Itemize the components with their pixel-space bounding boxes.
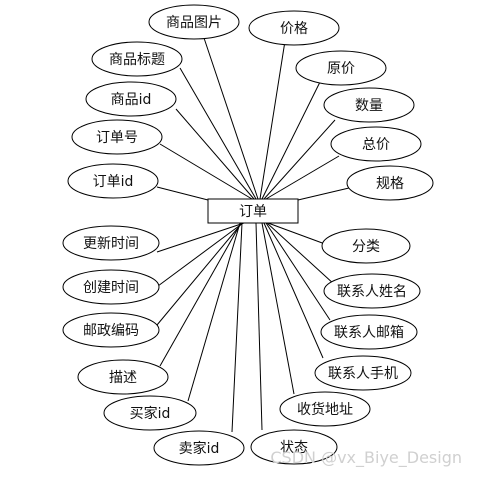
link-contact-phone	[263, 222, 324, 359]
attr-description-label: 描述	[109, 370, 137, 386]
link-price	[259, 40, 286, 200]
link-status	[255, 222, 263, 431]
attr-product-id-label: 商品id	[111, 92, 152, 108]
attr-shipping-address: 收货地址	[279, 391, 371, 427]
link-buyer-id	[187, 222, 241, 402]
attribute-ellipses: 商品图片 价格 商品标题 原价 商品id 数量 订单号 总价	[62, 4, 434, 466]
attr-product-image-label: 商品图片	[166, 15, 222, 31]
attr-price-label: 价格	[280, 21, 308, 37]
attr-product-image: 商品图片	[148, 4, 240, 40]
link-order-id	[156, 186, 209, 201]
attr-contact-name-label: 联系人姓名	[337, 284, 407, 300]
attr-buyer-id: 买家id	[103, 395, 197, 431]
attr-update-time-label: 更新时间	[83, 236, 139, 252]
link-postal-code	[156, 222, 243, 326]
attr-price: 价格	[248, 10, 340, 46]
attr-product-id: 商品id	[85, 81, 177, 117]
attr-spec: 规格	[346, 165, 434, 201]
link-order-number	[159, 143, 253, 200]
watermark-text: CSDN @vx_Biye_Design	[270, 448, 462, 468]
attr-create-time-label: 创建时间	[83, 280, 139, 296]
link-category	[267, 222, 326, 245]
link-description	[159, 222, 242, 367]
attr-status-label: 状态	[280, 440, 308, 456]
attr-spec-label: 规格	[376, 176, 404, 192]
entity-order: 订单	[207, 198, 299, 224]
connector-lines	[156, 34, 350, 433]
link-quantity	[263, 119, 336, 200]
attr-update-time: 更新时间	[62, 225, 160, 261]
link-shipping-address	[261, 222, 295, 395]
link-contact-name	[266, 222, 336, 286]
attr-original-price-label: 原价	[327, 61, 355, 77]
attr-product-title-label: 商品标题	[109, 52, 165, 68]
attr-contact-email-label: 联系人邮箱	[334, 325, 404, 341]
attr-total-price: 总价	[330, 126, 422, 162]
link-create-time	[157, 222, 244, 287]
link-original-price	[261, 81, 321, 200]
attr-shipping-address-label: 收货地址	[297, 401, 353, 418]
attr-contact-name: 联系人姓名	[323, 273, 421, 309]
attr-order-number-label: 订单号	[96, 130, 138, 146]
attr-buyer-id-label: 买家id	[130, 405, 171, 422]
link-total-price	[265, 155, 340, 200]
entity-order-label: 订单	[239, 204, 267, 220]
attr-postal-code: 邮政编码	[62, 312, 160, 348]
attr-contact-phone: 联系人手机	[314, 355, 412, 391]
link-seller-id	[231, 222, 243, 433]
attr-contact-phone-label: 联系人手机	[328, 366, 398, 382]
attr-contact-email: 联系人邮箱	[320, 314, 418, 350]
attr-seller-id-label: 卖家id	[179, 440, 220, 457]
attr-description: 描述	[77, 359, 169, 395]
attr-create-time: 创建时间	[62, 269, 160, 305]
attr-quantity-label: 数量	[355, 98, 383, 114]
attr-status: 状态	[250, 429, 338, 465]
attr-category-label: 分类	[352, 239, 380, 255]
attr-order-number: 订单号	[71, 119, 163, 155]
attr-category: 分类	[321, 228, 411, 264]
attr-original-price: 原价	[295, 50, 387, 86]
attr-order-id: 订单id	[67, 163, 159, 199]
link-product-image	[202, 34, 259, 200]
attr-quantity: 数量	[323, 87, 415, 123]
link-contact-email	[265, 222, 331, 321]
link-spec	[297, 187, 350, 201]
attr-postal-code-label: 邮政编码	[83, 323, 139, 339]
attr-total-price-label: 总价	[362, 137, 390, 153]
attr-product-title: 商品标题	[91, 41, 183, 77]
attr-seller-id: 卖家id	[153, 430, 245, 466]
link-product-title	[179, 67, 257, 200]
attr-order-id-label: 订单id	[93, 174, 134, 190]
link-product-id	[175, 108, 255, 200]
link-update-time	[156, 222, 245, 253]
